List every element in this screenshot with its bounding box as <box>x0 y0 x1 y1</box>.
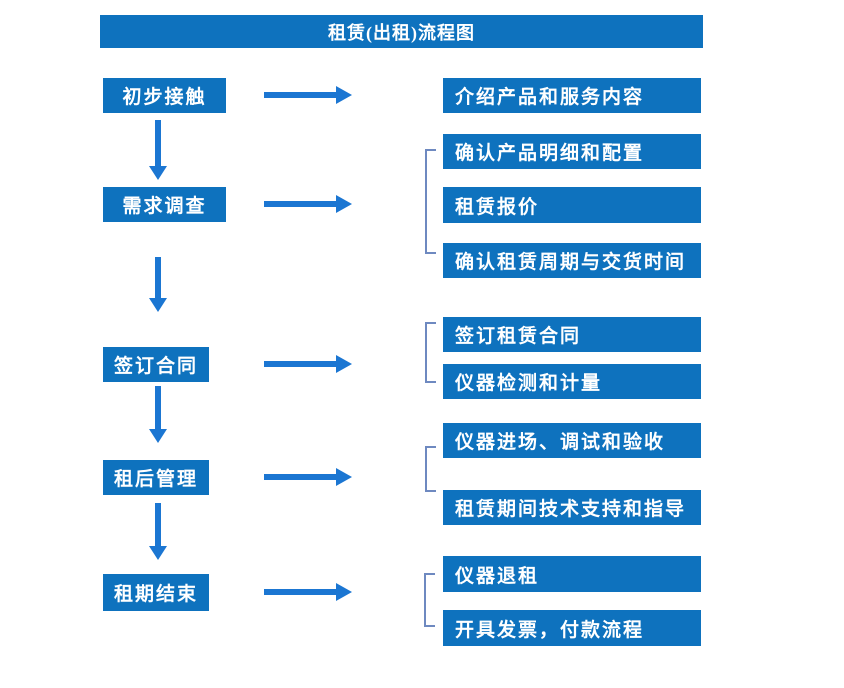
right-arrow-head-icon <box>336 468 352 486</box>
group-bracket-post-rental <box>425 446 436 492</box>
step-box-demand-survey: 需求调查 <box>103 187 226 222</box>
group-bracket-rental-end <box>424 573 435 627</box>
output-box-confirm-product-details: 确认产品明细和配置 <box>443 134 701 169</box>
right-arrow-stem <box>264 92 336 98</box>
right-arrow-3 <box>264 355 352 373</box>
group-bracket-sign-contract <box>425 322 436 383</box>
output-box-instrument-entry-acceptance: 仪器进场、调试和验收 <box>443 423 701 458</box>
down-arrow-head-icon <box>149 546 167 560</box>
step-box-sign-contract: 签订合同 <box>103 347 209 382</box>
step-box-rental-end: 租期结束 <box>103 574 209 611</box>
down-arrow-stem <box>155 503 161 546</box>
down-arrow-head-icon <box>149 298 167 312</box>
down-arrow-1 <box>149 120 167 180</box>
down-arrow-stem <box>155 386 161 429</box>
down-arrow-head-icon <box>149 166 167 180</box>
output-box-instrument-testing: 仪器检测和计量 <box>443 364 701 399</box>
right-arrow-1 <box>264 86 352 104</box>
right-arrow-2 <box>264 195 352 213</box>
right-arrow-stem <box>264 474 336 480</box>
right-arrow-stem <box>264 201 336 207</box>
output-box-introduce-products: 介绍产品和服务内容 <box>443 78 701 113</box>
step-box-initial-contact: 初步接触 <box>103 78 226 113</box>
right-arrow-head-icon <box>336 583 352 601</box>
right-arrow-head-icon <box>336 355 352 373</box>
down-arrow-stem <box>155 257 161 298</box>
down-arrow-2 <box>149 257 167 312</box>
right-arrow-head-icon <box>336 195 352 213</box>
output-box-instrument-return: 仪器退租 <box>443 556 701 592</box>
down-arrow-4 <box>149 503 167 560</box>
output-box-rental-quotation: 租赁报价 <box>443 187 701 223</box>
output-box-tech-support: 租赁期间技术支持和指导 <box>443 490 701 525</box>
output-box-sign-rental-contract: 签订租赁合同 <box>443 317 701 352</box>
right-arrow-stem <box>264 361 336 367</box>
right-arrow-stem <box>264 589 336 595</box>
output-box-invoice-payment: 开具发票，付款流程 <box>443 610 701 646</box>
right-arrow-4 <box>264 468 352 486</box>
right-arrow-head-icon <box>336 86 352 104</box>
group-bracket-demand-survey <box>425 149 436 254</box>
output-box-confirm-rental-period: 确认租赁周期与交货时间 <box>443 243 701 278</box>
right-arrow-5 <box>264 583 352 601</box>
down-arrow-head-icon <box>149 429 167 443</box>
flowchart-title: 租赁(出租)流程图 <box>100 15 703 48</box>
step-box-post-rental-management: 租后管理 <box>103 460 209 495</box>
down-arrow-stem <box>155 120 161 166</box>
down-arrow-3 <box>149 386 167 443</box>
